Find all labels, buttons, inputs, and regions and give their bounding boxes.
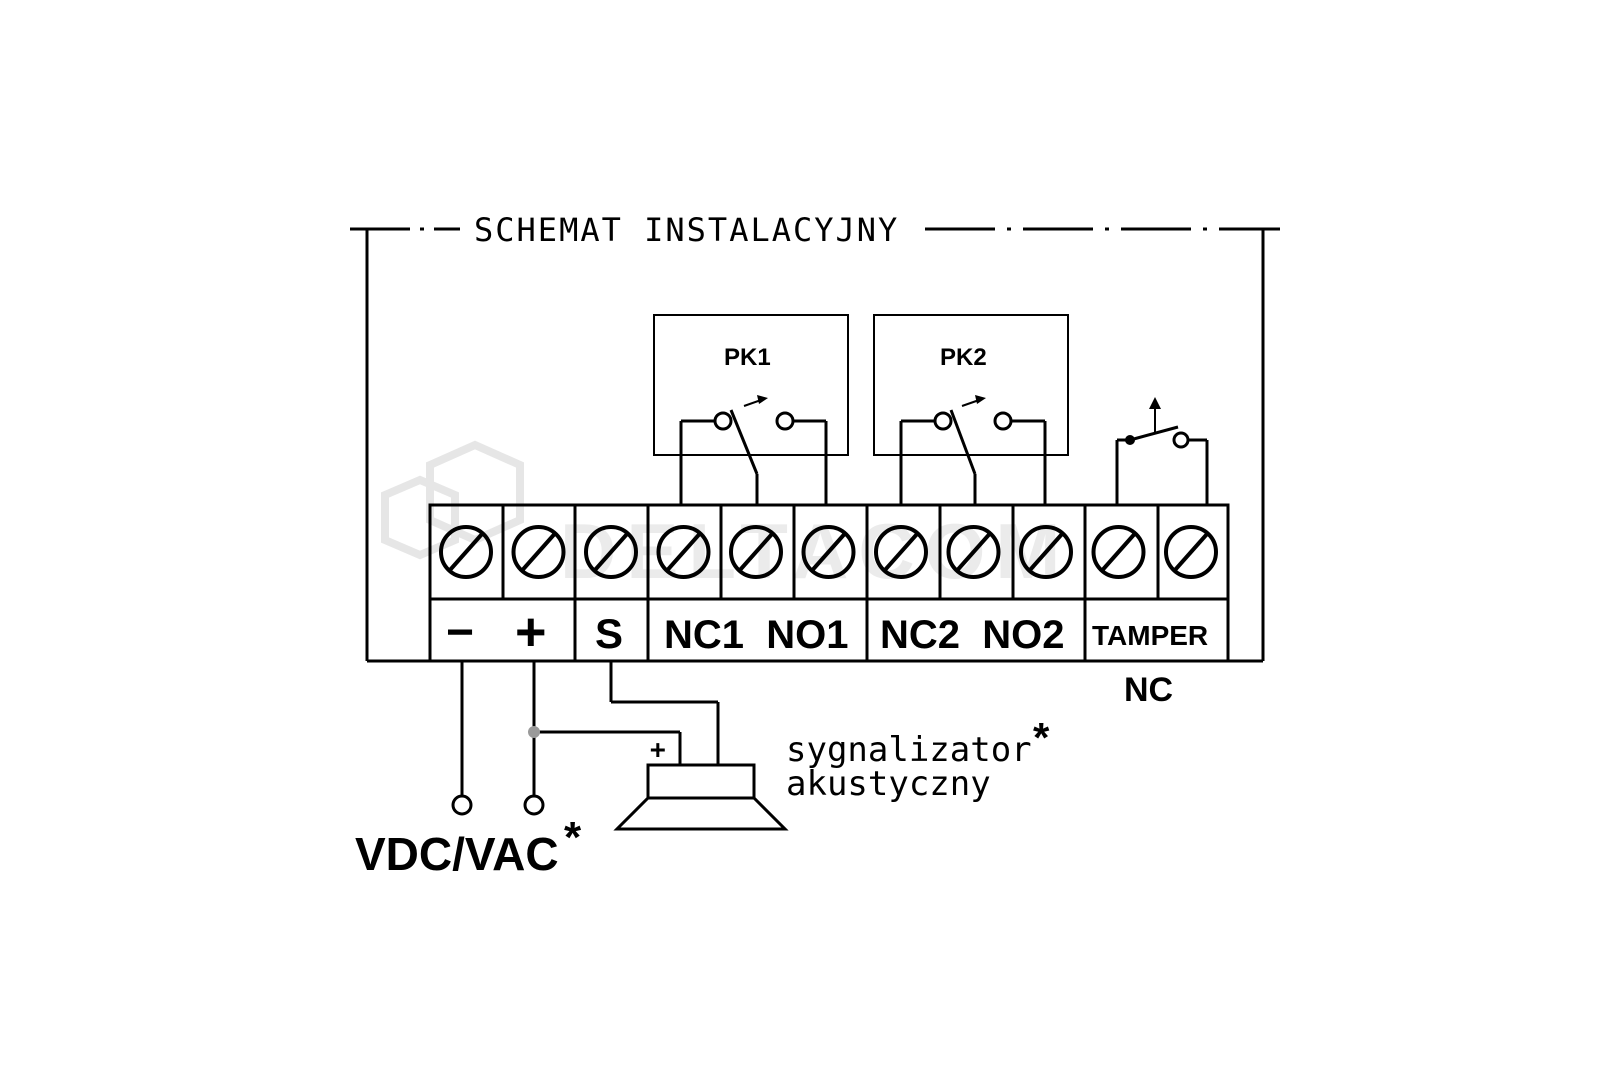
terminal-tamper-label: TAMPER [1092,620,1208,651]
power-label: VDC/VAC [355,828,559,880]
terminal-screw-icon [584,525,638,579]
terminal-screw-icon [801,525,856,579]
relay-pk2-label: PK2 [940,344,987,371]
tamper-switch [1115,397,1209,505]
terminal-screw-icon [946,525,1001,579]
sounder-label-line2: akustyczny [786,764,991,804]
terminal-screw-icon [729,525,783,579]
terminal-block [428,503,1230,663]
relay-pk1: PK1 [653,314,849,505]
terminal-screw-icon [874,525,928,579]
terminal-relay2-label: NC2 NO2 [880,613,1065,657]
relay-pk1-label: PK1 [724,344,771,371]
terminal-s-label: S [595,610,623,657]
terminal-screw-icon [511,525,566,579]
sounder-asterisk: * [1033,714,1050,761]
power-asterisk: * [564,813,582,862]
terminal-screw-icon [1164,525,1218,579]
terminal-screw-icon [656,525,711,579]
terminal-screw-icon [439,525,493,579]
sounder-label-line1: sygnalizator [786,730,1032,770]
terminal-screw-icon [1019,525,1073,579]
junction-dot [528,726,540,738]
enclosure-outline [350,227,1280,663]
terminal-relay1-label: NC1 NO1 [664,613,849,657]
sounder-plus: + [650,735,666,765]
tamper-nc-label: NC [1124,671,1173,709]
relay-pk2: PK2 [873,314,1069,505]
diagram-title: SCHEMAT INSTALACYJNY [474,211,899,249]
terminal-screw-icon [1091,525,1146,579]
terminal-plus-label: + [515,602,547,662]
power-wiring [451,661,720,816]
watermark: DELTACOM [381,440,1060,595]
sounder-icon [613,763,789,831]
terminal-minus-label: − [446,606,474,659]
